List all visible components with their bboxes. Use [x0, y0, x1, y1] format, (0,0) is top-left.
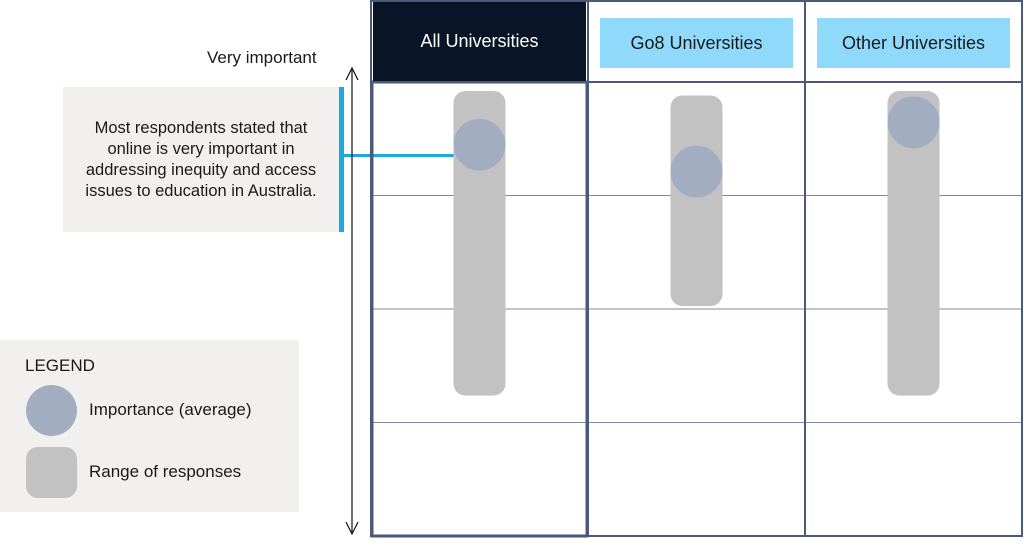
axis-top-label: Very important [207, 48, 317, 67]
callout-text: Most respondents stated that online is v… [85, 118, 317, 200]
callout-connector-line [344, 154, 454, 157]
legend: LEGEND Importance (average) Range of res… [0, 340, 299, 512]
legend-importance-swatch [26, 385, 77, 436]
legend-range-swatch [26, 447, 77, 498]
callout-accent-bar [339, 87, 344, 232]
average-dot [670, 145, 723, 198]
average-dot [887, 96, 940, 149]
column-header: Go8 Universities [600, 18, 793, 68]
column-header: All Universities [373, 2, 586, 81]
range-bar [670, 95, 723, 306]
y-axis-arrow-bottom [345, 521, 359, 536]
callout-box: Most respondents stated that online is v… [63, 87, 339, 232]
highlighted-column-frame [370, 80, 589, 538]
average-dot [453, 118, 506, 171]
legend-range-label: Range of responses [89, 462, 242, 481]
column-header: Other Universities [817, 18, 1010, 68]
range-bar [887, 90, 940, 396]
y-axis-arrow-top [345, 66, 359, 81]
legend-importance-label: Importance (average) [89, 400, 252, 419]
legend-title: LEGEND [25, 356, 95, 375]
